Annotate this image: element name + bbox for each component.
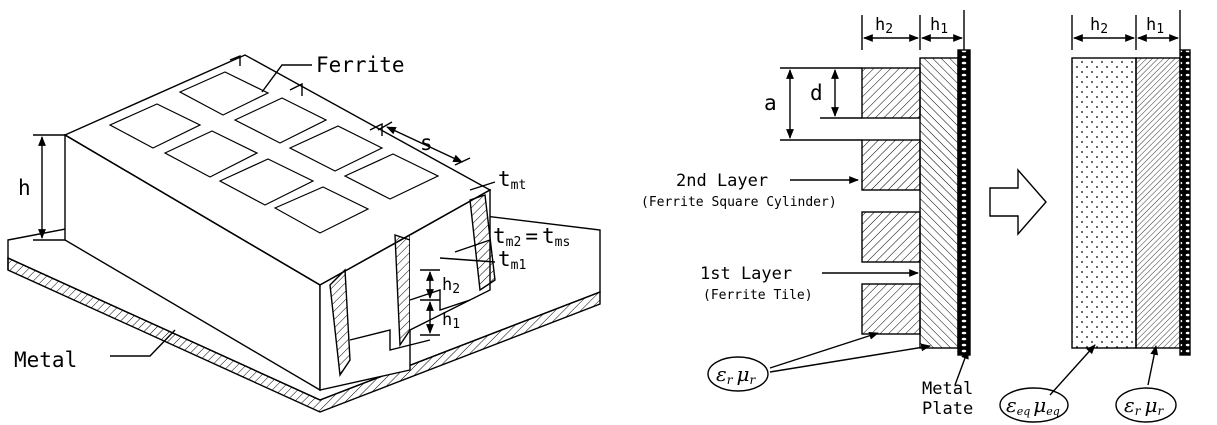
right-figure (999, 10, 1191, 423)
tm1-label: tm1 (498, 247, 526, 273)
ferrite-cylinder-4 (861, 283, 921, 335)
dimension-s (377, 121, 471, 166)
middle-side-dims (780, 67, 862, 141)
right-top-dims (1071, 10, 1181, 50)
mid-h2-label: h2 (875, 15, 893, 37)
ferrite-leader (261, 64, 312, 93)
ferrite-tile-right (1135, 57, 1181, 349)
tm1-leader (439, 257, 496, 263)
layer2-sub: (Ferrite Square Cylinder) (641, 195, 837, 210)
middle-figure (707, 10, 971, 392)
metal-label: Metal (14, 348, 77, 372)
layer2-title: 2nd Layer (676, 171, 768, 191)
ferrite-cylinder-2 (861, 139, 921, 191)
eeq-leader (1049, 344, 1096, 396)
ferrite-label: Ferrite (316, 53, 405, 77)
metal-plate-leader (954, 349, 969, 386)
er-leader-1 (769, 331, 879, 369)
right-h1-label: h1 (1146, 15, 1164, 37)
h-label: h (18, 176, 31, 200)
metal-plate-line1: Metal (922, 379, 973, 399)
er-mur-right-oval (1115, 387, 1177, 423)
a-label: a (764, 91, 777, 115)
er-mur-oval (707, 356, 769, 392)
transition-arrow-icon (989, 168, 1047, 236)
ferrite-cylinder-1 (861, 67, 921, 119)
er-leader-2 (769, 343, 931, 373)
metal-plate-line2: Plate (922, 399, 973, 419)
tmt-leader (469, 181, 496, 191)
er-right-leader (1147, 345, 1159, 386)
metal-plate (957, 49, 971, 356)
equivalent-layer (1071, 57, 1137, 349)
tmt-label: tmt (498, 167, 526, 193)
left-h1-label: h1 (442, 310, 460, 332)
middle-top-dims (861, 10, 965, 50)
s-label: s (420, 131, 433, 155)
dimension-h (33, 134, 65, 241)
layer1-sub: (Ferrite Tile) (703, 288, 813, 303)
tm2-label: tm2=tms (493, 224, 570, 250)
left-h2-label: h2 (442, 275, 460, 297)
eeq-mueq-oval (999, 387, 1069, 423)
dimension-h2-h1 (420, 269, 440, 336)
ferrite-tile (919, 57, 959, 349)
ferrite-cylinder-3 (861, 211, 921, 263)
left-figure (7, 54, 601, 413)
tm2-leader (454, 239, 491, 253)
d-label: d (810, 81, 823, 105)
metal-plate-right (1179, 49, 1191, 356)
metal-leader (110, 329, 176, 357)
mid-h1-label: h1 (930, 15, 948, 37)
right-h2-label: h2 (1090, 15, 1108, 37)
layer1-title: 1st Layer (700, 264, 792, 284)
